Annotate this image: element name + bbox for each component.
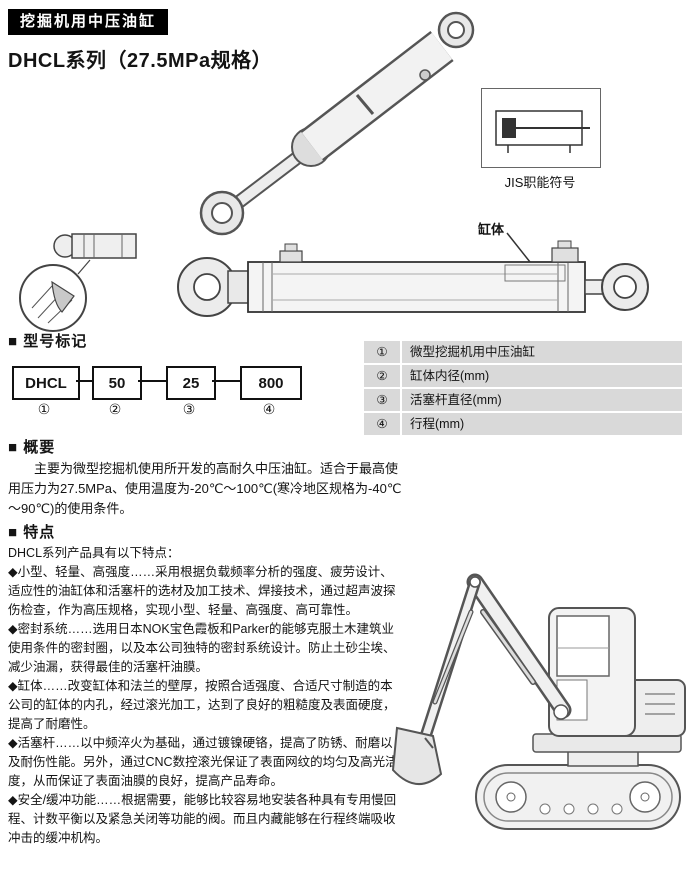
seal-detail-drawing bbox=[19, 233, 137, 332]
excavator-cab bbox=[548, 607, 636, 737]
page-header-badge: 挖掘机用中压油缸 bbox=[8, 9, 169, 35]
page-title: DHCL系列（27.5MPa规格） bbox=[8, 50, 273, 72]
cylinder-barrel bbox=[300, 30, 454, 162]
feature-item: ◆小型、轻量、高强度……采用根据负载频率分析的强度、疲劳设计、适应性的油缸体和活… bbox=[8, 565, 396, 617]
excavator-platform bbox=[532, 733, 682, 767]
cylinder-top-eye bbox=[437, 11, 475, 49]
model-number-4: ④ bbox=[262, 401, 276, 417]
overview-body: 主要为微型挖掘机使用所开发的高耐久中压油缸。适合于最高使用压力为27.5MPa、… bbox=[8, 461, 402, 516]
spec-table: ① 微型挖掘机用中压油缸 ② 缸体内径(mm) ③ 活塞杆直径(mm) ④ 行程… bbox=[364, 341, 682, 435]
spec-row-text: 活塞杆直径(mm) bbox=[402, 389, 682, 411]
feature-item: ◆缸体……改变缸体和法兰的壁厚，按照合适强度、合适尺寸制造的本公司的缸体的内孔，… bbox=[8, 679, 396, 731]
model-segment-series: DHCL bbox=[12, 366, 80, 400]
spec-row-num: ② bbox=[364, 365, 400, 387]
side-left-eye bbox=[177, 257, 253, 317]
overview-heading: ■ 概要 bbox=[8, 439, 56, 456]
model-connector bbox=[138, 380, 166, 382]
side-rod-end bbox=[584, 263, 649, 311]
side-ports bbox=[279, 240, 579, 263]
gland-part-drawing bbox=[53, 233, 137, 259]
model-number-2: ② bbox=[108, 401, 122, 417]
model-connector bbox=[212, 380, 240, 382]
feature-item: ◆安全/缓冲功能……根据需要，能够比较容易地安装各种具有专用慢回程、计数平衡以及… bbox=[8, 793, 397, 845]
spec-row-text: 微型挖掘机用中压油缸 bbox=[402, 341, 682, 363]
features-section: DHCL系列产品具有以下特点： ◆小型、轻量、高强度……采用根据负载频率分析的强… bbox=[8, 544, 400, 848]
spec-row-num: ③ bbox=[364, 389, 400, 411]
side-barrel bbox=[247, 261, 586, 313]
model-marking-heading: ■ 型号标记 bbox=[8, 333, 88, 350]
model-segment-rod: 25 bbox=[166, 366, 216, 400]
feature-item: ◆活塞杆……以中频淬火为基础，通过镀镍硬铬，提高了防锈、耐磨以及耐伤性能。另外，… bbox=[8, 736, 398, 788]
spec-row-text: 缸体内径(mm) bbox=[402, 365, 682, 387]
features-intro: DHCL系列产品具有以下特点： bbox=[8, 546, 180, 560]
excavator-boom bbox=[466, 573, 572, 720]
detail-circle bbox=[19, 264, 87, 332]
excavator-bucket bbox=[391, 726, 443, 785]
model-segment-stroke: 800 bbox=[240, 366, 302, 400]
spec-row-num: ④ bbox=[364, 413, 400, 435]
model-number-1: ① bbox=[37, 401, 51, 417]
jis-symbol-box bbox=[481, 88, 601, 168]
body-label-leader-line bbox=[506, 232, 531, 263]
feature-item: ◆密封系统……选用日本NOK宝色霞板和Parker的能够克服土木建筑业使用条件的… bbox=[8, 622, 396, 674]
excavator-tracks bbox=[475, 764, 681, 830]
jis-cylinder-symbol-icon bbox=[495, 110, 590, 153]
spec-row-text: 行程(mm) bbox=[402, 413, 682, 435]
model-connector bbox=[76, 380, 92, 382]
cylinder-body-label: 缸体 bbox=[478, 222, 505, 237]
model-number-3: ③ bbox=[182, 401, 196, 417]
cylinder-illustration bbox=[199, 11, 475, 236]
features-heading: ■ 特点 bbox=[8, 524, 56, 541]
excavator-stick bbox=[419, 576, 481, 744]
spec-row-num: ① bbox=[364, 341, 400, 363]
jis-symbol-label: JIS职能符号 bbox=[504, 175, 576, 190]
detail-leader-line bbox=[77, 259, 91, 275]
model-segment-bore: 50 bbox=[92, 366, 142, 400]
side-view-drawing bbox=[177, 232, 649, 317]
cylinder-bottom-eye bbox=[199, 190, 245, 236]
excavator-illustration bbox=[391, 573, 686, 830]
